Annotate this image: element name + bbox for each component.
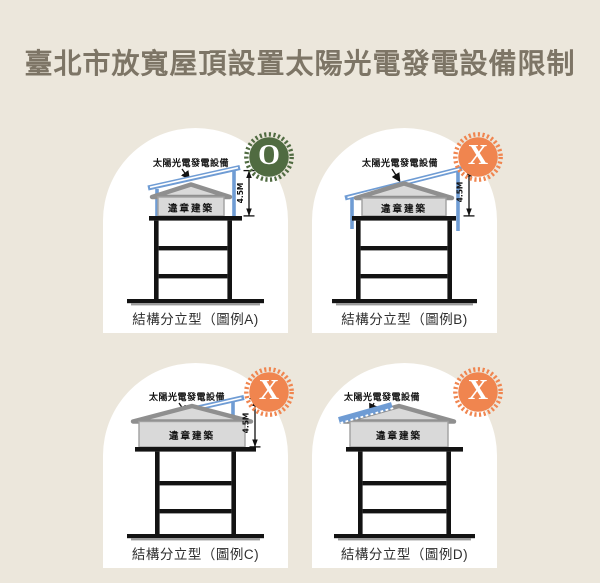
height-value: 4.5M [456,182,465,203]
shed-label: 違章建築 [381,203,427,215]
illegal-building-shed: 違章建築 [130,403,254,448]
building-structure [127,216,264,306]
seal-icon [453,132,503,182]
height-dimension: 4.5M [236,169,255,217]
svg-text:太陽光電發電設備: 太陽光電發電設備 [148,391,225,402]
illegal-building-shed: 違章建築 [353,181,455,217]
shed-label: 違章建築 [168,203,214,215]
label-arrow [391,168,401,183]
label-arrow [181,168,191,181]
diagram-b: 太陽光電發電設備 違章建築 [332,157,477,306]
illegal-building-shed: 違章建築 [149,182,233,217]
shed-label: 違章建築 [169,430,215,442]
ground-line [127,534,264,539]
result-badge-fail: X [451,130,505,184]
ground-line [332,299,477,304]
badge-letter: O [258,140,280,171]
solar-panel [338,402,393,424]
diagram-c: 太陽光電發電設備 違章建築 [127,391,264,541]
panel-caption: 結構分立型（圖例D) [340,547,469,562]
building-structure [127,447,264,541]
panel-d: 太陽光電發電設備 違章建築 [312,363,503,568]
badge-letter: X [467,375,489,406]
svg-text:太陽光電發電設備: 太陽光電發電設備 [361,157,438,168]
diagram-d: 太陽光電發電設備 違章建築 [334,391,475,541]
badge-letter: X [258,375,280,406]
ground-line [334,534,475,539]
svg-text:太陽光電發電設備: 太陽光電發電設備 [152,157,229,168]
seal-icon [244,367,294,417]
solar-panel-structure [338,402,394,424]
panel-caption: 結構分立型（圖例B) [341,312,468,327]
building-structure [334,447,475,541]
panel-a: 太陽光電發電設備 違章建築 [103,128,294,333]
solar-equipment-label: 太陽光電發電設備 [152,157,229,181]
panel-c: 太陽光電發電設備 違章建築 [103,363,294,568]
diagram-a: 太陽光電發電設備 違章建築 [127,157,264,306]
badge-letter: X [467,140,489,171]
ground-line [127,299,264,304]
panel-b: 太陽光電發電設備 違章建築 [312,128,503,333]
svg-text:太陽光電發電設備: 太陽光電發電設備 [343,391,420,402]
panel-mount-rail [340,407,394,424]
result-badge-fail: X [242,365,296,419]
result-badge-pass: O [242,130,296,184]
panel-caption: 結構分立型（圖例C) [131,547,260,562]
illegal-building-shed: 違章建築 [341,403,457,448]
seal-icon [453,367,503,417]
page-title: 臺北市放寬屋頂設置太陽光電發電設備限制 [24,48,576,79]
building-structure [332,216,477,306]
panel-caption: 結構分立型（圖例A) [132,312,259,327]
height-value: 4.5M [236,183,245,204]
result-badge-fail: X [451,365,505,419]
shed-body [349,420,449,448]
shed-label: 違章建築 [376,430,422,442]
solar-panel-structure [147,165,241,216]
height-value: 4.5M [242,413,251,434]
solar-equipment-label: 太陽光電發電設備 [361,157,438,183]
seal-icon [244,132,294,182]
